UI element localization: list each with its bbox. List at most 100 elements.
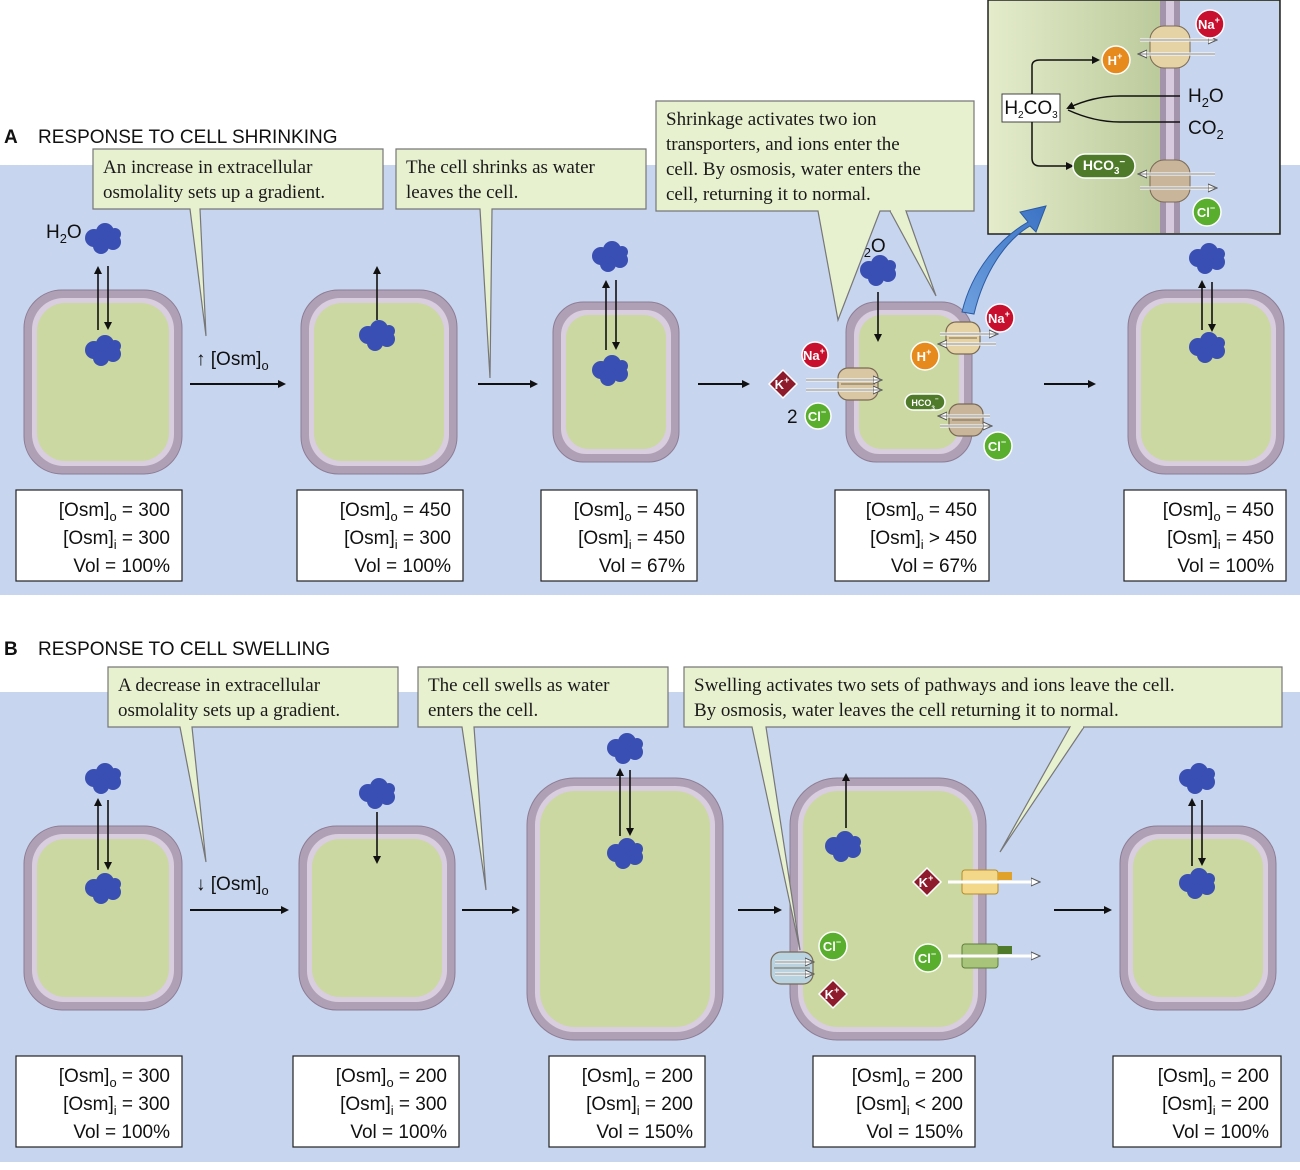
ion-k-b4: K+ bbox=[817, 978, 849, 1010]
ion-hco3-a4-label: HCO3− bbox=[911, 396, 939, 412]
callout-b1-bubble bbox=[107, 666, 399, 863]
ion-h-a4: H+ bbox=[910, 341, 940, 371]
inset-h2o-label: H2O bbox=[1188, 86, 1224, 110]
inset-membrane-core bbox=[1166, 1, 1174, 233]
ion-k-b4b-label: K+ bbox=[919, 873, 934, 890]
cell-b3 bbox=[526, 777, 724, 1041]
ion-k-a4-label: K+ bbox=[775, 375, 790, 392]
water-b3-out-lobe bbox=[631, 738, 643, 750]
ion-cl-a4-label: Cl− bbox=[808, 407, 826, 424]
inset-ion-na: Na+ bbox=[1195, 9, 1225, 39]
inset-ion-cl: Cl− bbox=[1192, 197, 1222, 227]
callout-a3-line: transporters, and ions enter the bbox=[666, 134, 900, 155]
water-a1-in-lobe bbox=[109, 340, 121, 352]
water-b3-in-lobe bbox=[631, 843, 643, 855]
callout-b3-line: By osmosis, water leaves the cell return… bbox=[694, 700, 1119, 721]
values-b5-osm-in: [Osm]i = 200 bbox=[1162, 1094, 1269, 1118]
ion-cl-b4: Cl− bbox=[818, 931, 848, 961]
osm-change-b: ↓ [Osm]o bbox=[196, 874, 269, 898]
water-a2-in-lobe bbox=[383, 325, 395, 337]
inset-ion-h: H+ bbox=[1101, 45, 1131, 75]
water-b1-in-lobe bbox=[93, 888, 109, 904]
cell-a2 bbox=[300, 289, 458, 475]
inset-ion-hco3-label: HCO3− bbox=[1083, 157, 1126, 177]
values-a3-osm-out: [Osm]o = 450 bbox=[574, 500, 685, 524]
ion-k-b4b-shape bbox=[911, 866, 943, 898]
water-b4-in bbox=[825, 831, 861, 862]
callout-a1-bubble bbox=[92, 148, 384, 337]
callout-b1-line: A decrease in extracellular bbox=[118, 675, 321, 696]
water-b2-out bbox=[359, 778, 395, 809]
values-b2-osm-out: [Osm]o = 200 bbox=[336, 1066, 447, 1090]
water-b1-out-lobe bbox=[93, 778, 109, 794]
values-a3-vol: Vol = 67% bbox=[599, 556, 685, 577]
callout-b2-line: The cell swells as water bbox=[428, 675, 610, 696]
callout-a3-line: Shrinkage activates two ion bbox=[666, 109, 877, 130]
water-a1-out-lobe bbox=[109, 228, 121, 240]
water-a5-out-lobe bbox=[1213, 248, 1225, 260]
cell-b5 bbox=[1119, 825, 1277, 1011]
values-b1-osm-in: [Osm]i = 300 bbox=[63, 1094, 170, 1118]
water-b5-in-lobe bbox=[1203, 873, 1215, 885]
cell-b3-cytoplasm bbox=[540, 791, 710, 1027]
water-a3-in-lobe bbox=[616, 360, 628, 372]
callout-b3-bubble bbox=[683, 666, 1283, 951]
callout-b1: A decrease in extracellular osmolality se… bbox=[107, 666, 399, 863]
values-b1-osm-out: [Osm]o = 300 bbox=[59, 1066, 170, 1090]
water-b1-out-lobe bbox=[109, 768, 121, 780]
ion-na-a4-label: Na+ bbox=[803, 346, 825, 363]
values-a5-osm-out: [Osm]o = 450 bbox=[1163, 500, 1274, 524]
water-b5-out-lobe bbox=[1203, 768, 1215, 780]
ion-cl-b4-label: Cl− bbox=[823, 937, 841, 954]
nkcc-transporter bbox=[837, 367, 879, 401]
callout-a3-bubble bbox=[655, 100, 975, 323]
values-a3-osm-in: [Osm]i = 450 bbox=[578, 528, 685, 552]
values-b4-vol: Vol = 150% bbox=[866, 1122, 963, 1143]
values-a1-frame bbox=[15, 489, 183, 582]
callout-a3-line: cell, returning it to normal. bbox=[666, 184, 871, 205]
callout-a3: Shrinkage activates two ion transporters,… bbox=[655, 100, 975, 323]
water-a3-in bbox=[592, 355, 628, 386]
water-a1-out bbox=[85, 223, 121, 254]
inset-arrow-co2 bbox=[1067, 109, 1180, 123]
water-a5-out bbox=[1189, 243, 1225, 274]
water-b5-out bbox=[1179, 763, 1215, 794]
inset-ion-hco3-shape bbox=[1072, 153, 1136, 179]
inset-extracellular bbox=[1180, 1, 1279, 233]
values-a4-frame bbox=[834, 489, 990, 582]
k-channel-gate bbox=[998, 872, 1012, 880]
callout-b3-line: Swelling activates two sets of pathways … bbox=[694, 675, 1175, 696]
values-b2-vol: Vol = 100% bbox=[350, 1122, 447, 1143]
ion-hco3-a4: HCO3− bbox=[904, 393, 946, 412]
water-a3-out-lobe bbox=[616, 246, 628, 258]
water-b4-in-lobe bbox=[849, 836, 861, 848]
water-a2-in bbox=[359, 320, 395, 351]
callout-a3-line: cell. By osmosis, water enters the bbox=[666, 159, 921, 180]
values-b4-osm-in: [Osm]i < 200 bbox=[856, 1094, 963, 1118]
inset-arrow-h bbox=[1031, 56, 1100, 94]
section-b-title: RESPONSE TO CELL SWELLING bbox=[38, 639, 330, 660]
values-b4-osm-out: [Osm]o = 200 bbox=[852, 1066, 963, 1090]
h2o-label-a1: H2O bbox=[46, 222, 82, 246]
water-a5-in-lobe bbox=[1213, 337, 1225, 349]
callout-b1-line: osmolality sets up a gradient. bbox=[118, 700, 340, 721]
callout-b2-bubble bbox=[417, 666, 669, 891]
water-b3-in-lobe bbox=[615, 853, 631, 869]
water-a2-in-lobe bbox=[367, 335, 383, 351]
cell-a1 bbox=[23, 289, 183, 475]
section-a-letter: A bbox=[4, 127, 18, 148]
water-a4-out-lobe bbox=[884, 260, 896, 272]
water-a4-out bbox=[860, 255, 896, 286]
water-a3-out bbox=[592, 241, 628, 272]
water-b2-out-lobe bbox=[383, 783, 395, 795]
values-a5-osm-in: [Osm]i = 450 bbox=[1167, 528, 1274, 552]
ion-cl-a4: Cl− bbox=[804, 402, 832, 430]
ion-cl-a4b-label: Cl− bbox=[988, 437, 1006, 454]
